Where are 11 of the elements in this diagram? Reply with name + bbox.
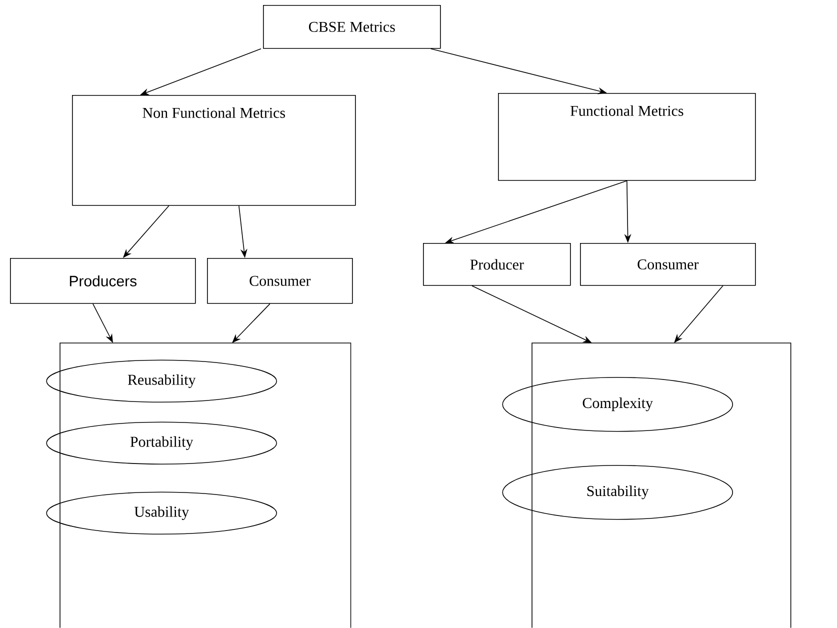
- arrow: [674, 285, 724, 343]
- process-box: Producers: [10, 258, 196, 304]
- process-box: Consumer: [580, 243, 756, 286]
- process-box: Functional Metrics: [498, 93, 756, 181]
- process-box: Producer: [423, 243, 571, 286]
- process-box: Non Functional Metrics: [72, 95, 356, 206]
- arrow: [232, 303, 270, 343]
- group-box: [532, 342, 792, 628]
- process-box: CBSE Metrics: [263, 5, 441, 49]
- process-box: Consumer: [207, 258, 353, 304]
- group-box: [60, 342, 352, 628]
